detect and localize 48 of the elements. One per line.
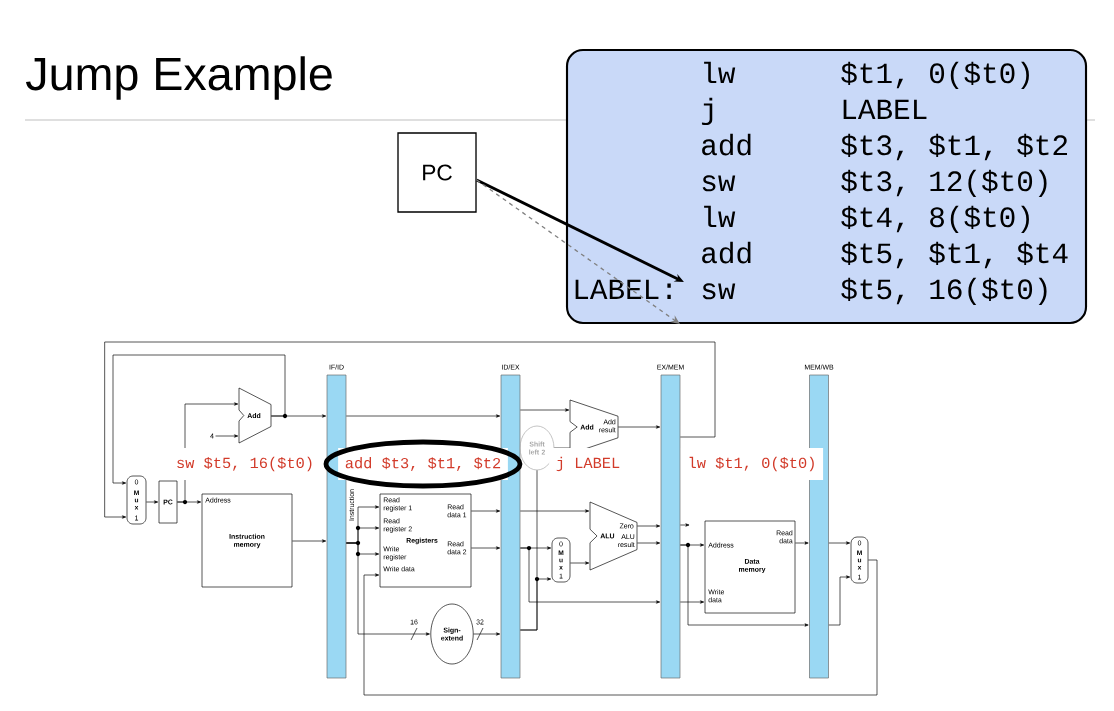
wire xyxy=(636,541,661,545)
instruction-label: add $t3, $t1, $t2 xyxy=(338,448,508,480)
pc-box: PC xyxy=(397,132,477,213)
wire xyxy=(680,600,705,604)
wire xyxy=(520,577,552,631)
wire xyxy=(617,425,661,429)
code-text: LABEL: xyxy=(575,279,671,299)
instruction-label: sw $t5, 16($t0) xyxy=(169,448,321,480)
wire xyxy=(104,341,716,519)
wire xyxy=(570,561,590,565)
wire xyxy=(146,500,159,504)
wire xyxy=(471,546,501,550)
wire xyxy=(636,524,661,528)
code-text: lw xyxy=(704,61,736,83)
code-text: sw xyxy=(702,283,736,300)
wire xyxy=(112,354,286,485)
code-text: LABEL xyxy=(843,99,927,119)
code-text: $t3, $t1, $t2 xyxy=(841,133,1067,161)
instruction-label: j LABEL xyxy=(549,448,627,480)
code-text: j xyxy=(701,97,713,126)
wire xyxy=(346,414,501,418)
wire xyxy=(520,408,570,412)
wire xyxy=(292,539,327,543)
wire xyxy=(471,509,501,513)
wire xyxy=(520,509,590,513)
code-text: $t5, 16($t0) xyxy=(841,277,1047,306)
code-text: $t3, 12($t0) xyxy=(841,169,1047,198)
wire xyxy=(828,575,851,626)
code-text: $t1, 0($t0) xyxy=(841,61,1029,90)
instruction-label: lw $t1, 0($t0) xyxy=(680,448,824,480)
wire xyxy=(680,544,809,627)
code-text: add xyxy=(702,241,751,264)
wire xyxy=(473,632,501,636)
code-text: $t5, $t1, $t4 xyxy=(841,241,1068,269)
wire xyxy=(795,541,809,545)
wire xyxy=(177,500,202,504)
code-text: sw xyxy=(702,175,736,192)
wire xyxy=(363,559,878,696)
wire xyxy=(680,523,690,527)
slide-title: Jump Example xyxy=(26,56,332,100)
code-text: add xyxy=(702,133,751,156)
wire xyxy=(828,541,851,545)
wire xyxy=(553,447,571,449)
code-text: $t4, 8($t0) xyxy=(841,205,1029,234)
wire xyxy=(346,542,430,636)
wire xyxy=(520,547,661,604)
wire xyxy=(215,434,239,438)
code-text: lw xyxy=(704,205,736,227)
